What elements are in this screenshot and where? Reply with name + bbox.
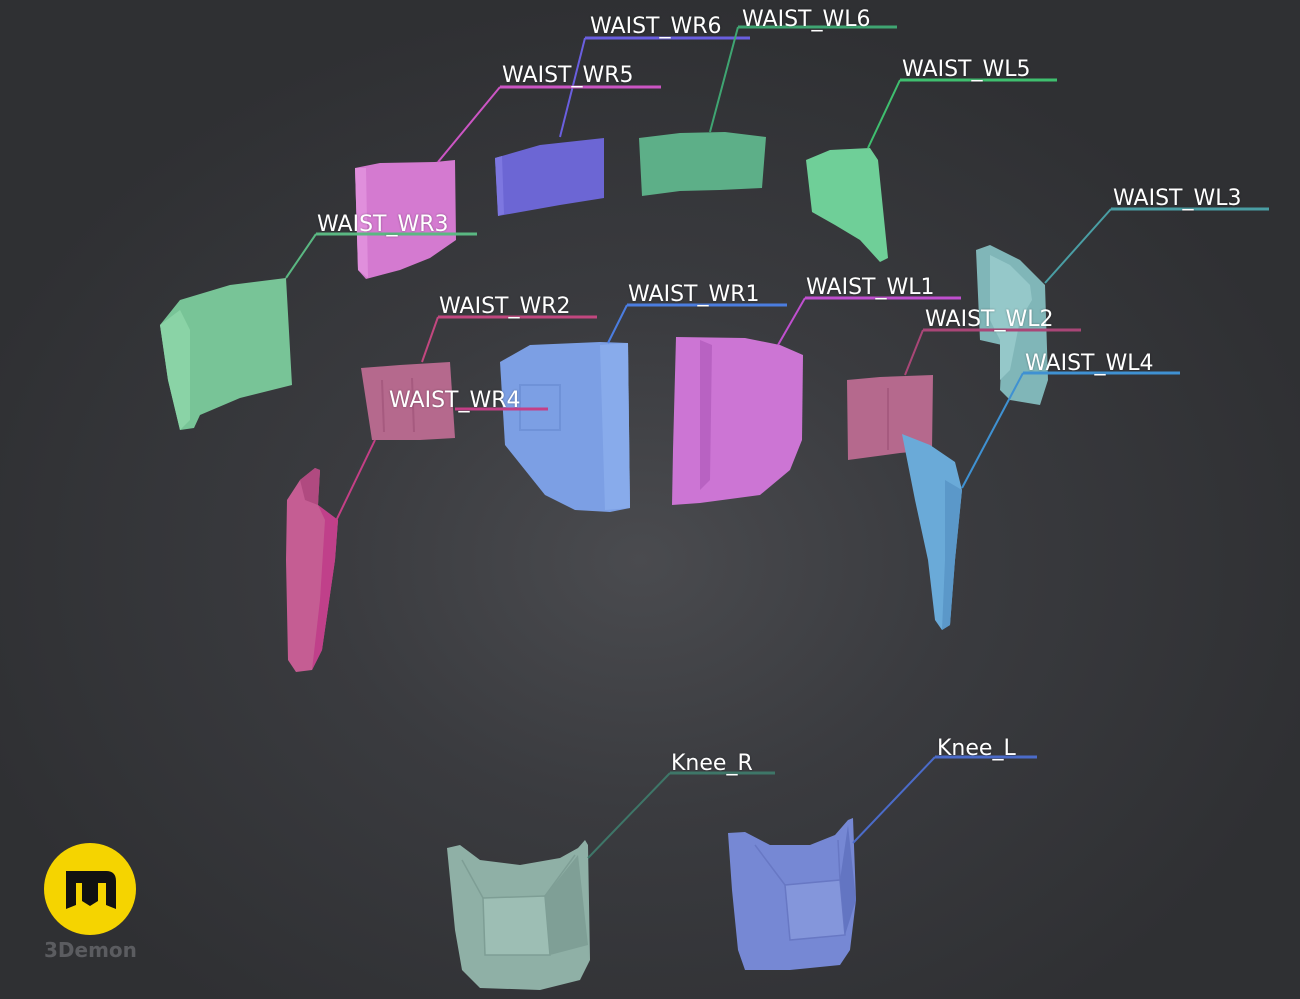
label-waist-wr6[interactable]: WAIST_WR6 [590,14,722,39]
part-knee-r[interactable] [447,840,590,990]
label-waist-wl1[interactable]: WAIST_WL1 [806,275,935,300]
label-waist-wl3[interactable]: WAIST_WL3 [1113,186,1242,211]
leader-knee-r [587,771,775,859]
leader-waist-wl3 [1044,207,1269,284]
leader-waist-wr5 [437,85,661,163]
label-knee-r[interactable]: Knee_R [671,751,753,776]
part-waist-wl5[interactable] [806,148,888,262]
leader-waist-wr2 [421,315,597,363]
leader-waist-wr3 [285,232,477,279]
leader-waist-wl1 [777,296,961,346]
part-waist-wl6[interactable] [639,132,766,196]
demon-m-logo-icon [44,843,136,935]
part-waist-wr6[interactable] [495,138,604,216]
label-waist-wr1[interactable]: WAIST_WR1 [628,282,760,307]
label-waist-wr5[interactable]: WAIST_WR5 [502,63,634,88]
part-waist-wl1[interactable] [672,337,803,505]
label-waist-wr4[interactable]: WAIST_WR4 [389,388,521,413]
leader-knee-l [852,755,1037,844]
part-waist-wr2[interactable] [361,362,455,440]
label-knee-l[interactable]: Knee_L [937,736,1016,761]
leader-waist-wl2 [904,328,1081,376]
label-waist-wl2[interactable]: WAIST_WL2 [925,307,1054,332]
part-waist-wr3[interactable] [160,278,292,430]
label-waist-wl4[interactable]: WAIST_WL4 [1025,351,1154,376]
label-waist-wl6[interactable]: WAIST_WL6 [742,7,871,32]
leader-waist-wl5 [867,78,1057,149]
leader-waist-wr1 [607,303,787,344]
leader-waist-wl6 [709,25,897,133]
brand-name: 3Demon [44,938,137,962]
part-waist-wl3[interactable] [976,245,1048,405]
part-waist-wr4[interactable] [286,468,338,672]
label-waist-wl5[interactable]: WAIST_WL5 [902,57,1031,82]
part-waist-wr1[interactable] [500,342,630,512]
part-waist-wr5[interactable] [355,160,456,279]
leader-waist-wl4 [961,371,1180,489]
part-waist-wl4[interactable] [902,434,962,630]
part-knee-l[interactable] [728,818,856,970]
label-waist-wr3[interactable]: WAIST_WR3 [317,212,449,237]
leader-waist-wr4 [333,407,548,526]
label-waist-wr2[interactable]: WAIST_WR2 [439,294,571,319]
